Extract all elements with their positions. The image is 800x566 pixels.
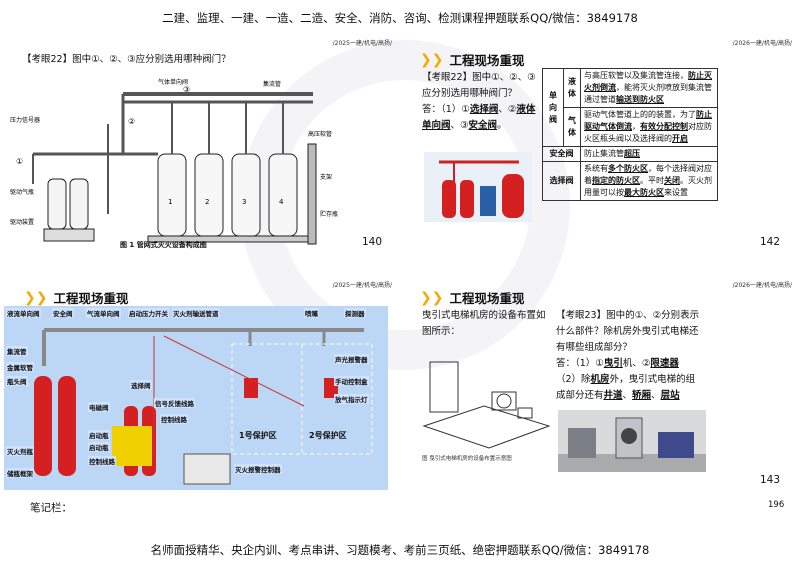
- select-desc: 系统有多个防火区，每个选择阀对应着指定的防火区。平时关闭。灭火剂用量可以按最大防…: [580, 161, 718, 201]
- intro-text: 曳引式电梯机房的设备布置如图所示：: [422, 310, 546, 337]
- label-drive-device: 驱动装置: [10, 218, 34, 226]
- running-head: /2026一建/机电/高扬/: [732, 282, 792, 289]
- chevron-right-icon: ❯❯: [420, 289, 444, 306]
- page-number: 142: [760, 236, 781, 248]
- section-title: ❯❯ 工程现场重现: [24, 288, 128, 307]
- label-bracket: 支架: [320, 173, 332, 181]
- label-safety-valve: 安全阀: [52, 308, 74, 318]
- label-start-bottle-2: 启动瓶: [88, 442, 110, 452]
- system-schematic: 液流单向阀 安全阀 气流单向阀 启动压力开关 灭火剂输送管道 喷嘴 探测器 集流…: [4, 306, 388, 490]
- question-23: 【考眼23】图中的①、②分别表示什么部件？除机房外曳引式电梯还有哪些组成部分？ …: [556, 310, 700, 401]
- label-gas-check-valve: 气流单向阀: [86, 308, 121, 318]
- label-circle-3: ③: [183, 85, 190, 94]
- gas-desc: 驱动气体管道上的的装置，为了防止驱动气体倒流，有效分配控制对应防火区瓶头阀以及选…: [580, 107, 718, 147]
- notes-label: 笔记栏：: [30, 502, 72, 514]
- label-manual-box: 手动控制盒: [334, 376, 369, 386]
- label-storage-bottle: 贮存瓶: [320, 210, 338, 218]
- valve-table: 单向阀 液体 与高压软管以及集流管连接，防止灭火剂倒流，能将灭火剂喷放到集流管通…: [542, 68, 718, 201]
- label-hose: 高压软管: [308, 130, 332, 138]
- page-140: /2025一建/机电/高扬/ 【考眼22】图中①、②、③应分别选用哪种阀门？ 1…: [8, 34, 398, 272]
- valve-photo: [424, 152, 532, 222]
- label-agent-pipe: 灭火剂输送管道: [172, 308, 220, 318]
- label-start-bottle: 启动瓶: [88, 430, 110, 440]
- bottle-number: 3: [242, 198, 246, 206]
- label-bottle-valve: 瓶头阀: [6, 376, 28, 386]
- liquid-desc: 与高压软管以及集流管连接，防止灭火剂倒流，能将灭火剂喷放到集流管通过管道输送到防…: [580, 68, 718, 108]
- safety-valve-cell: 安全阀: [542, 146, 581, 162]
- label-control-line-2: 控制线路: [88, 456, 116, 466]
- label-zone-1: 1号保护区: [239, 431, 277, 440]
- page-143: /2026一建/机电/高扬/ ❯❯ 工程现场重现 曳引式电梯机房的设备布置如图所…: [408, 278, 798, 496]
- page-141: /2025一建/机电/高扬/ ❯❯ 工程现场重现 液流单向阀 安全阀 气流单向阀…: [0, 278, 398, 496]
- section-title-text: 工程现场重现: [449, 53, 525, 68]
- figure-caption: 图 曳引式电梯机房的设备布置示意图: [422, 456, 512, 462]
- running-head: /2025一建/机电/高扬/: [332, 282, 392, 289]
- label-gas-check-valve: 气体单向阀: [158, 78, 188, 86]
- safety-desc: 防止集流管超压: [580, 146, 718, 162]
- page-header: 二建、监理、一建、一造、二造、安全、消防、咨询、检测课程押题联系QQ/微信：38…: [162, 11, 638, 25]
- sheet-page-number: 196: [768, 500, 785, 510]
- section-title: ❯❯ 工程现场重现: [420, 288, 524, 307]
- question-22: 【考眼22】图中①、②、③应分别选用哪种阀门？ 答：（1）①选择阀、②液体单向阀…: [422, 72, 536, 131]
- chevron-right-icon: ❯❯: [24, 289, 48, 306]
- label-solenoid-valve: 电磁阀: [88, 402, 110, 412]
- label-feedback-line: 信号反馈线路: [154, 398, 195, 408]
- bottle-number: 4: [279, 198, 284, 206]
- label-zone-2: 2号保护区: [309, 431, 347, 440]
- page-number: 140: [362, 236, 383, 248]
- label-pressure-switch: 启动压力开关: [128, 308, 169, 318]
- label-bottle-frame: 储瓶框架: [6, 468, 34, 478]
- chevron-right-icon: ❯❯: [420, 51, 444, 68]
- question-22: 【考眼22】图中①、②、③应分别选用哪种阀门？: [22, 54, 231, 65]
- label-circle-2: ②: [128, 117, 135, 126]
- running-head: /2026一建/机电/高扬/: [732, 40, 792, 47]
- label-control-line: 控制线路: [160, 414, 188, 424]
- section-title-text: 工程现场重现: [449, 291, 525, 306]
- page-footer: 名师面授精华、央企内训、考点串讲、习题模考、考前三页纸、绝密押题联系QQ/微信：…: [150, 543, 650, 557]
- label-metal-hose: 金属软管: [6, 362, 34, 372]
- liquid-label: 液体: [563, 68, 581, 108]
- label-selector-valve: 选择阀: [130, 380, 152, 390]
- label-pressure-signal: 压力信号器: [10, 116, 40, 124]
- machine-room-photo: [558, 410, 706, 472]
- machine-room-drawing: [422, 361, 551, 449]
- label-nozzle: 喷嘴: [304, 308, 319, 318]
- label-release-lamp: 放气指示灯: [334, 394, 369, 404]
- pipe-network-diagram: 1 2 3 4 压力信号器 ① 驱动气瓶 驱动装置 气体单向阀 ③ 集流管 高压…: [10, 78, 338, 245]
- storage-bottles: [147, 102, 309, 243]
- label-detector: 探测器: [344, 308, 366, 318]
- label-liquid-check-valve: 液流单向阀: [6, 308, 41, 318]
- gas-label: 气体: [563, 107, 581, 147]
- bottle-number: 2: [205, 198, 209, 206]
- label-alarm: 声光报警器: [334, 354, 369, 364]
- select-valve-cell: 选择阀: [542, 161, 581, 201]
- page-142: /2026一建/机电/高扬/ ❯❯ 工程现场重现 【考眼22】图中①、②、③应分…: [408, 34, 798, 272]
- one-way-valve-cell: 单向阀: [542, 68, 564, 147]
- label-circle-1: ①: [16, 157, 23, 166]
- running-head: /2025一建/机电/高扬/: [332, 40, 392, 47]
- label-agent-bottle: 灭火剂瓶: [6, 446, 34, 456]
- label-alarm-controller: 灭火报警控制器: [234, 464, 282, 474]
- section-title-text: 工程现场重现: [53, 291, 129, 306]
- section-title: ❯❯ 工程现场重现: [420, 50, 524, 69]
- label-manifold: 集流管: [6, 346, 28, 356]
- page-number: 143: [760, 474, 781, 486]
- label-drive-cylinder: 驱动气瓶: [10, 188, 34, 196]
- figure-caption: 图 1 管网式灭火设备构成图: [120, 241, 207, 249]
- label-manifold: 集流管: [263, 80, 281, 88]
- bottle-number: 1: [168, 198, 172, 206]
